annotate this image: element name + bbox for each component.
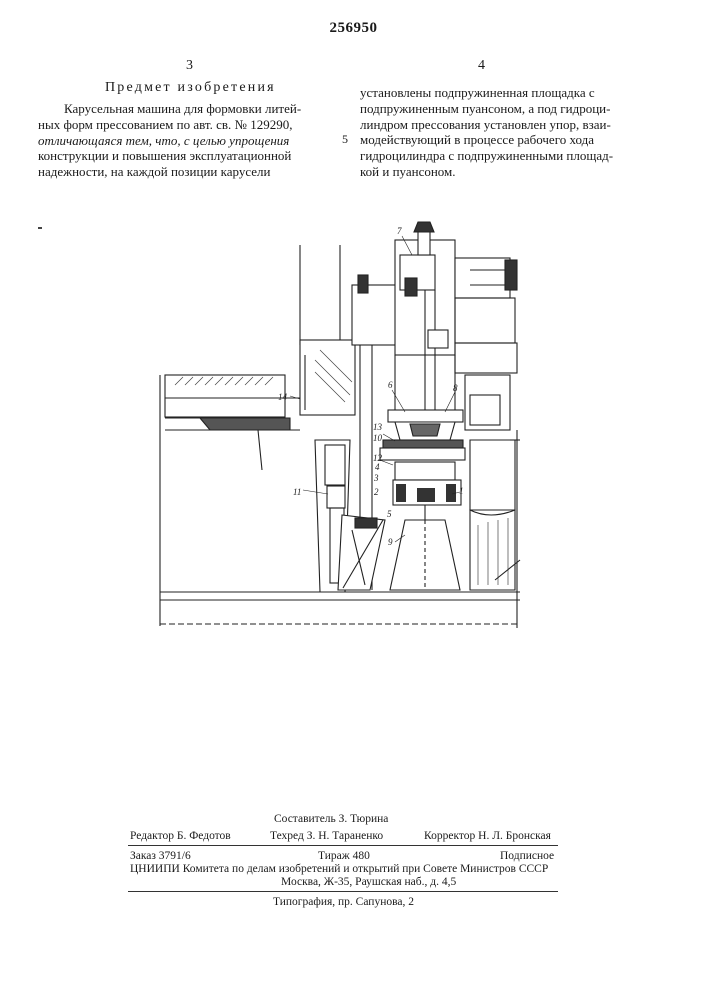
print-run-line: Тираж 480 (318, 849, 370, 863)
divider (128, 891, 558, 892)
proofreader-line: Корректор Н. Л. Бронская (424, 829, 551, 843)
techeditor-line: Техред З. Н. Тараненко (270, 829, 383, 843)
institute-line: ЦНИИПИ Комитета по делам изобретений и о… (130, 862, 548, 876)
editor-line: Редактор Б. Федотов (130, 829, 231, 843)
compiler-line: Составитель З. Тюрина (274, 812, 388, 826)
printing-house-line: Типография, пр. Сапунова, 2 (273, 895, 414, 909)
subscription-line: Подписное (500, 849, 554, 863)
order-line: Заказ 3791/6 (130, 849, 191, 863)
divider (128, 845, 558, 846)
address-line: Москва, Ж-35, Раушская наб., д. 4,5 (281, 875, 456, 889)
